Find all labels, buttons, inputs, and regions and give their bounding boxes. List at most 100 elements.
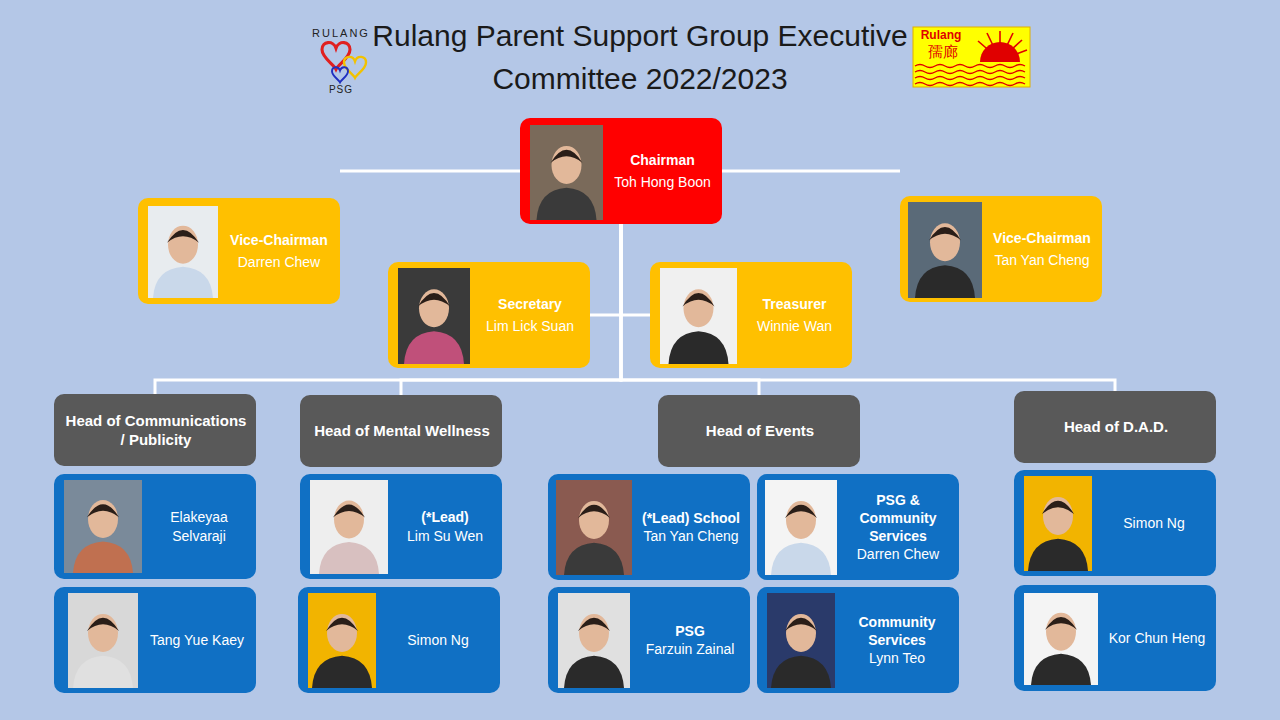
photo-shoulders bbox=[1028, 539, 1088, 571]
photo-face bbox=[786, 501, 816, 539]
school-logo bbox=[913, 27, 1030, 87]
photo-hair bbox=[167, 230, 199, 243]
logo-text: PSG bbox=[320, 84, 362, 95]
org-connector bbox=[590, 224, 621, 315]
org-connector bbox=[340, 170, 520, 173]
person-name: Simon Ng bbox=[382, 631, 494, 649]
portrait-photo bbox=[556, 480, 632, 575]
portrait-photo bbox=[530, 125, 603, 220]
role-title: Secretary bbox=[476, 295, 584, 313]
person-name: Lynn Teo bbox=[841, 649, 953, 667]
officer-box: Vice-ChairmanDarren Chew bbox=[138, 198, 340, 304]
photo-background bbox=[765, 480, 837, 575]
photo-hair bbox=[785, 505, 817, 518]
wave-lines bbox=[915, 65, 1025, 86]
head-title: Head of D.A.D. bbox=[1022, 417, 1210, 437]
portrait-photo bbox=[767, 593, 835, 688]
photo-background bbox=[767, 593, 835, 688]
photo-hair bbox=[578, 618, 610, 631]
role-title: Chairman bbox=[609, 151, 716, 169]
logo-text: 孺廊 bbox=[918, 43, 968, 62]
member-box: (*Lead) SchoolTan Yan Cheng bbox=[548, 474, 750, 580]
heart-icon bbox=[332, 67, 348, 82]
role-title: Treasurer bbox=[743, 295, 846, 313]
person-name: Darren Chew bbox=[224, 253, 334, 271]
portrait-photo bbox=[558, 593, 630, 688]
photo-shoulders bbox=[771, 656, 831, 688]
portrait-photo bbox=[398, 268, 470, 364]
member-box: (*Lead)Lim Su Wen bbox=[300, 474, 502, 579]
photo-hair bbox=[551, 150, 583, 163]
role-title: Vice-Chairman bbox=[224, 231, 334, 249]
role-title: (*Lead) bbox=[394, 508, 496, 526]
head-box: Head of Mental Wellness bbox=[300, 395, 502, 467]
person-name: Farzuin Zainal bbox=[636, 640, 744, 658]
head-title: Head of Communications / Publicity bbox=[62, 411, 250, 450]
role-title: Community Services bbox=[841, 613, 953, 649]
chart-title: Rulang Parent Support Group Executive Co… bbox=[370, 14, 910, 100]
photo-background bbox=[308, 593, 376, 688]
photo-hair bbox=[929, 227, 961, 240]
sun-icon bbox=[980, 42, 1020, 62]
portrait-photo bbox=[68, 593, 138, 688]
photo-hair bbox=[326, 618, 358, 631]
photo-face bbox=[1043, 497, 1073, 535]
photo-shoulders bbox=[1031, 654, 1091, 685]
photo-background bbox=[398, 268, 470, 364]
photo-background bbox=[558, 593, 630, 688]
portrait-photo bbox=[148, 206, 218, 298]
photo-hair bbox=[1042, 501, 1074, 514]
photo-hair bbox=[418, 293, 450, 306]
portrait-photo bbox=[908, 202, 982, 298]
person-name: Elakeyaa Selvaraji bbox=[148, 508, 250, 544]
member-box: PSGFarzuin Zainal bbox=[548, 587, 750, 693]
portrait-photo bbox=[1024, 593, 1098, 685]
member-box: Simon Ng bbox=[1014, 470, 1216, 576]
photo-shoulders bbox=[564, 656, 624, 688]
logo-text: Rulang bbox=[916, 28, 966, 42]
role-title: PSG & Community Services bbox=[843, 491, 953, 546]
photo-hair bbox=[333, 504, 365, 517]
person-name: Winnie Wan bbox=[743, 317, 846, 335]
photo-background bbox=[1024, 476, 1092, 571]
officer-box: Vice-ChairmanTan Yan Cheng bbox=[900, 196, 1102, 302]
photo-shoulders bbox=[319, 542, 379, 574]
head-box: Head of Events bbox=[658, 395, 860, 467]
photo-hair bbox=[87, 504, 119, 517]
portrait-photo bbox=[1024, 476, 1092, 571]
person-name: Simon Ng bbox=[1098, 514, 1210, 532]
role-title: Vice-Chairman bbox=[988, 229, 1096, 247]
photo-face bbox=[930, 223, 960, 261]
person-name: Tan Yan Cheng bbox=[988, 251, 1096, 269]
photo-face bbox=[552, 146, 582, 184]
person-name: Toh Hong Boon bbox=[609, 173, 716, 191]
photo-background bbox=[530, 125, 603, 220]
head-title: Head of Events bbox=[666, 421, 854, 441]
photo-face bbox=[786, 614, 816, 652]
person-name: Kor Chun Heng bbox=[1104, 629, 1210, 647]
photo-face bbox=[419, 289, 449, 327]
photo-face bbox=[88, 614, 118, 652]
photo-shoulders bbox=[915, 265, 975, 298]
photo-face bbox=[334, 500, 364, 538]
person-name: Tang Yue Kaey bbox=[144, 631, 250, 649]
portrait-photo bbox=[308, 593, 376, 688]
member-box: PSG & Community ServicesDarren Chew bbox=[757, 474, 959, 580]
chair-box: ChairmanToh Hong Boon bbox=[520, 118, 722, 224]
photo-face bbox=[579, 501, 609, 539]
role-title: (*Lead) School bbox=[638, 509, 744, 527]
photo-shoulders bbox=[73, 656, 133, 688]
member-box: Elakeyaa Selvaraji bbox=[54, 474, 256, 579]
portrait-photo bbox=[765, 480, 837, 575]
photo-background bbox=[660, 268, 737, 364]
photo-shoulders bbox=[73, 541, 133, 573]
org-connector bbox=[722, 170, 900, 173]
portrait-photo bbox=[310, 480, 388, 574]
logo-panel bbox=[913, 27, 1030, 87]
head-box: Head of Communications / Publicity bbox=[54, 394, 256, 466]
person-name: Lim Su Wen bbox=[394, 527, 496, 545]
photo-shoulders bbox=[404, 331, 464, 364]
photo-shoulders bbox=[771, 543, 831, 575]
member-box: Kor Chun Heng bbox=[1014, 585, 1216, 691]
